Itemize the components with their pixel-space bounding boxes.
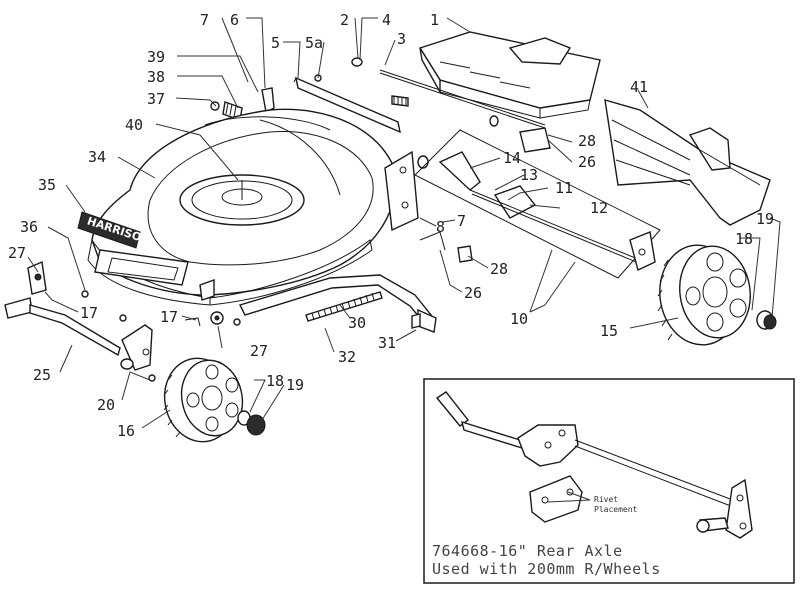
catcher-top-part xyxy=(418,31,601,119)
callout-26-upper: 26 xyxy=(578,153,596,171)
callout-39: 39 xyxy=(147,48,165,66)
callout-41: 41 xyxy=(630,78,648,96)
callout-17-mid: 17 xyxy=(160,308,178,326)
callout-10: 10 xyxy=(510,310,528,328)
callout-19-front: 19 xyxy=(286,376,304,394)
inset-caption-line2: Used with 200mm R/Wheels xyxy=(432,560,661,578)
rivet-label: Rivet xyxy=(594,495,618,504)
callout-2: 2 xyxy=(340,11,349,29)
callout-36: 36 xyxy=(20,218,38,236)
callout-11: 11 xyxy=(555,179,573,197)
callout-labels: 7 6 5 5a 2 4 3 1 39 38 37 40 34 35 36 27… xyxy=(8,11,774,440)
callout-35: 35 xyxy=(38,176,56,194)
rear-axle-inset: Rivet Placement 764668-16" Rear Axle Use… xyxy=(423,378,795,584)
callout-32: 32 xyxy=(338,348,356,366)
callout-18-front: 18 xyxy=(266,372,284,390)
callout-28-lower: 28 xyxy=(490,260,508,278)
callout-7: 7 xyxy=(200,11,209,29)
rear-flap-part xyxy=(604,99,771,226)
inset-caption-line1: 764668-16" Rear Axle xyxy=(432,542,623,560)
callout-27-left: 27 xyxy=(8,244,26,262)
callout-27-mid: 27 xyxy=(250,342,268,360)
callout-1: 1 xyxy=(430,11,439,29)
callout-20: 20 xyxy=(97,396,115,414)
callout-3: 3 xyxy=(397,30,406,48)
rear-wheel-part xyxy=(657,244,777,346)
callout-14: 14 xyxy=(503,149,521,167)
rear-bracket-part xyxy=(384,150,429,232)
callout-5: 5 xyxy=(271,34,280,52)
callout-4: 4 xyxy=(382,11,391,29)
callout-6: 6 xyxy=(230,11,239,29)
callout-34: 34 xyxy=(88,148,106,166)
callout-15: 15 xyxy=(600,322,618,340)
front-bracket-part xyxy=(27,260,241,327)
spring-and-bar-part xyxy=(239,274,437,333)
callout-26-lower: 26 xyxy=(464,284,482,302)
rod-part xyxy=(351,57,546,129)
callout-28-upper: 28 xyxy=(578,132,596,150)
callout-30: 30 xyxy=(348,314,366,332)
front-wheel-part xyxy=(148,357,266,443)
callout-7-right: 7 xyxy=(457,212,466,230)
callout-8: 8 xyxy=(436,218,445,236)
callout-31: 31 xyxy=(378,334,396,352)
cross-bar-part xyxy=(293,76,401,134)
callout-19-rear: 19 xyxy=(756,210,774,228)
front-axle-part xyxy=(4,297,153,371)
callout-25: 25 xyxy=(33,366,51,384)
callout-16: 16 xyxy=(117,422,135,440)
callout-40: 40 xyxy=(125,116,143,134)
callout-13: 13 xyxy=(520,166,538,184)
callout-12: 12 xyxy=(590,199,608,217)
callout-leaders xyxy=(27,17,781,429)
callout-38: 38 xyxy=(147,68,165,86)
callout-5a: 5a xyxy=(305,34,323,52)
callout-37: 37 xyxy=(147,90,165,108)
height-adjuster-part xyxy=(414,127,661,279)
placement-label: Placement xyxy=(594,505,638,514)
callout-17-left: 17 xyxy=(80,304,98,322)
callout-18-rear: 18 xyxy=(735,230,753,248)
mower-deck-part xyxy=(87,108,397,306)
